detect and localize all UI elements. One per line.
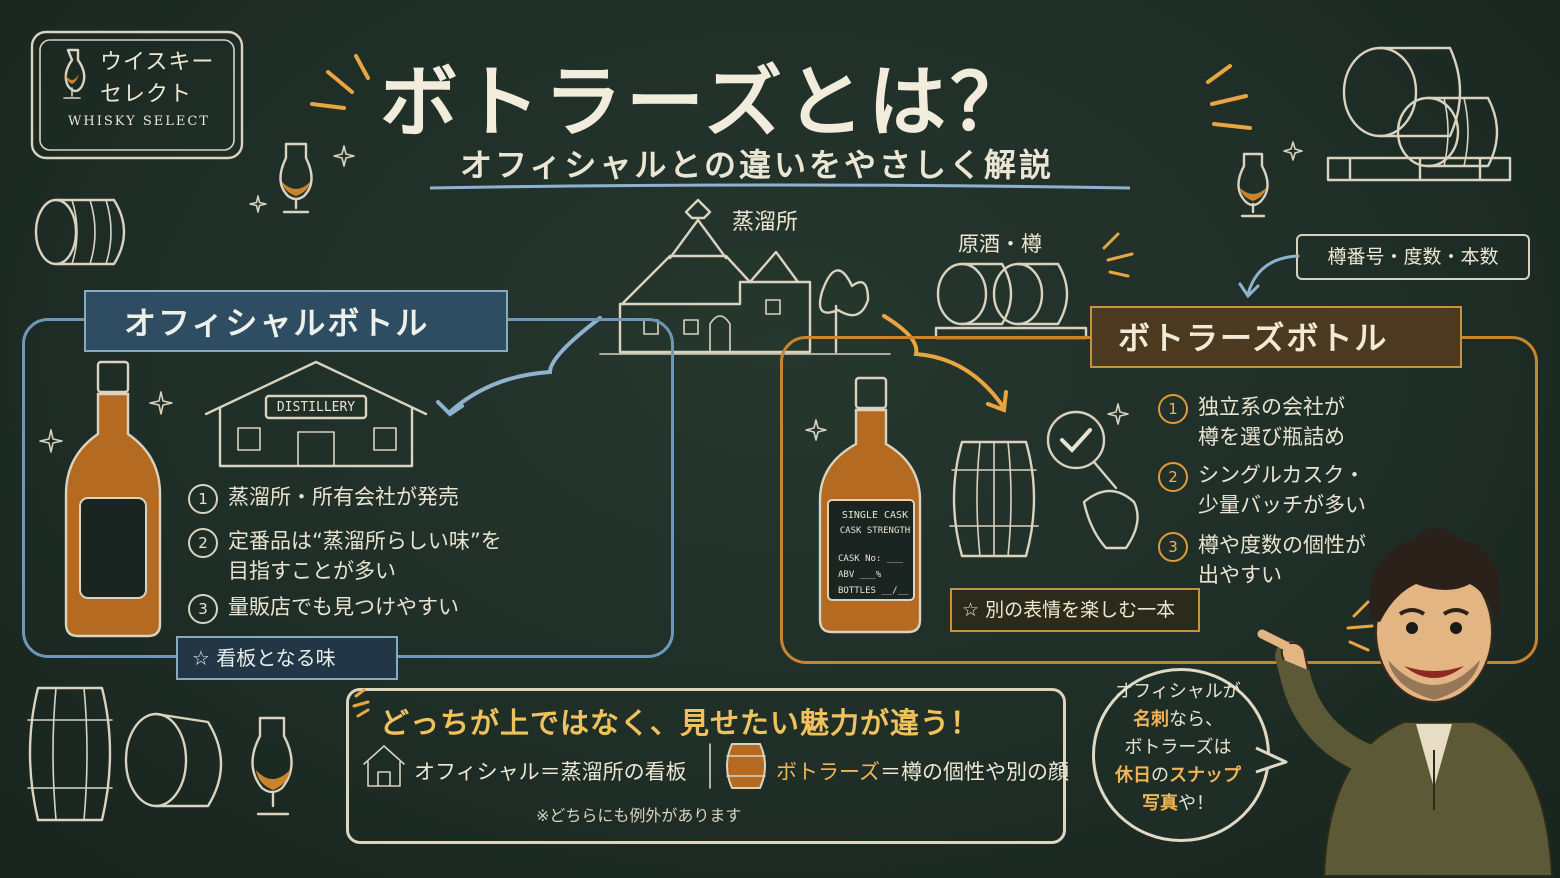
magnifier-icon [1046,410,1139,550]
bottlers-ribbon-label: ボトラーズボトル [1118,319,1389,357]
sparkle-icon [333,145,355,167]
sparkle-accent [1102,232,1134,278]
glencairn-glass-icon [251,716,293,816]
label-cask: 原酒・樽 [958,232,1042,256]
barrel-icon [726,743,766,789]
whisky-bottle-icon [64,360,162,638]
title-accent-right [1206,64,1252,130]
speech-highlight-meishi: 名刺 [1133,709,1169,730]
official-distillery-building [204,360,428,468]
bottlers-item-1-number: 1 [1158,394,1188,424]
sparkle-icon [805,419,827,441]
whisky-bottle-icon [818,376,922,634]
title-accent-left [310,54,370,110]
barrel-stack-icon [1326,46,1512,182]
speech-line-2: 名刺なら、 [1100,706,1256,734]
arrow-to-official [436,316,602,417]
summary-official-rest: ＝蒸溜所の看板 [539,760,687,784]
bottlers-item-1-line-1: 独立系の会社が [1198,395,1345,419]
official-item-3: 量販店でも見つけやすい [228,595,459,619]
summary-divider [709,743,711,789]
summary-official: オフィシャル＝蒸溜所の看板 [414,756,687,786]
arrow-to-bottlers [882,314,1008,413]
official-ribbon [84,290,508,352]
speech-line-4: 休日のスナップ [1100,762,1256,790]
summary-headline: どっちが上ではなく、見せたい魅力が違う！ [380,706,981,740]
subtitle-underline [429,183,1131,190]
logo-text-jp-2: セレクト [100,82,193,107]
bottle-label-abv: ABV ___% [838,570,882,580]
summary-note: ※どちらにも例外があります [536,806,742,825]
speech-text: や！ [1178,793,1214,814]
cask-info-arrow [1238,254,1300,299]
bottlers-item-3-line-1: 樽や度数の個性が [1198,533,1366,557]
bottle-label-line-2: CASK STRENGTH [839,526,911,536]
glencairn-glass-icon [279,142,313,214]
distillery-sign-text: DISTILLERY [276,400,356,415]
bottlers-ribbon [1090,306,1462,368]
speech-text: の [1151,765,1169,786]
summary-bottlers-prefix: ボトラーズ [776,760,880,784]
sparkle-icon [149,391,173,415]
page-subtitle: オフィシャルとの違いをやさしく解説 [460,146,1055,184]
logo-frame [30,30,244,160]
barrel-group-icon [27,686,223,822]
bottlers-item-3-line-2: 出やすい [1198,563,1282,587]
bottle-label-cask-no: CASK No: ___ [838,554,904,564]
distillery-icon [363,745,405,787]
speech-line-5: 写真や！ [1100,790,1256,818]
barrel-icon [949,440,1039,558]
official-badge: ☆ 看板となる味 [176,636,398,680]
person-illustration [1257,528,1554,877]
logo-text-jp: ウイスキー [100,50,215,75]
logo-text-en: WHISKY SELECT [68,114,210,129]
speech-highlight-photo: 写真 [1142,793,1178,814]
sparkle-icon [1107,403,1129,425]
label-distillery: 蒸溜所 [732,210,799,235]
official-item-2-line-1: 定番品は“蒸溜所らしい味”を [228,529,502,553]
excite-strokes [1346,600,1374,652]
bottlers-badge: ☆ 別の表情を楽しむ一本 [950,588,1200,632]
sparkle-icon [1283,141,1303,161]
summary-bottlers: ボトラーズ＝樽の個性や別の顔 [776,756,1069,786]
bottlers-item-3-number: 3 [1158,532,1188,562]
bottlers-item-2-number: 2 [1158,462,1188,492]
page-title: ボトラーズとは？ [380,58,1033,148]
bottlers-item-1-line-2: 樽を選び瓶詰め [1198,425,1345,449]
glencairn-glass-icon [1237,152,1269,218]
official-item-3-number: 3 [188,594,218,624]
bottlers-item-2-line-1: シングルカスク・ [1198,463,1365,487]
bottle-label-bottles: BOTTLES __/__ [838,586,909,596]
sparkle-accent [352,688,370,718]
speech-line-3: ボトラーズは [1124,737,1232,758]
summary-box [346,688,1066,844]
speech-text: なら、 [1169,709,1223,730]
distillery-icon [599,198,891,355]
official-item-1-number: 1 [188,484,218,514]
speech-bubble-tail [1255,746,1288,774]
speech-line-1: オフィシャルが [1115,681,1241,702]
official-item-2-number: 2 [188,528,218,558]
bottle-label-line-1: SINGLE CASK [841,510,909,521]
speech-highlight-holiday: 休日 [1115,765,1151,786]
summary-bottlers-rest: ＝樽の個性や別の顔 [879,760,1069,784]
official-item-2-line-2: 目指すことが多い [228,559,396,583]
summary-official-prefix: オフィシャル [414,760,540,784]
barrel-icon [34,198,126,266]
official-item-1: 蒸溜所・所有会社が発売 [228,485,459,509]
official-ribbon-label: オフィシャルボトル [124,304,430,342]
speech-highlight-snap: スナップ [1169,765,1241,786]
label-cask-info: 樽番号・度数・本数 [1296,234,1530,280]
sparkle-icon [249,195,267,213]
sparkle-icon [39,429,63,453]
bottlers-item-2-line-2: 少量バッチが多い [1198,493,1366,517]
